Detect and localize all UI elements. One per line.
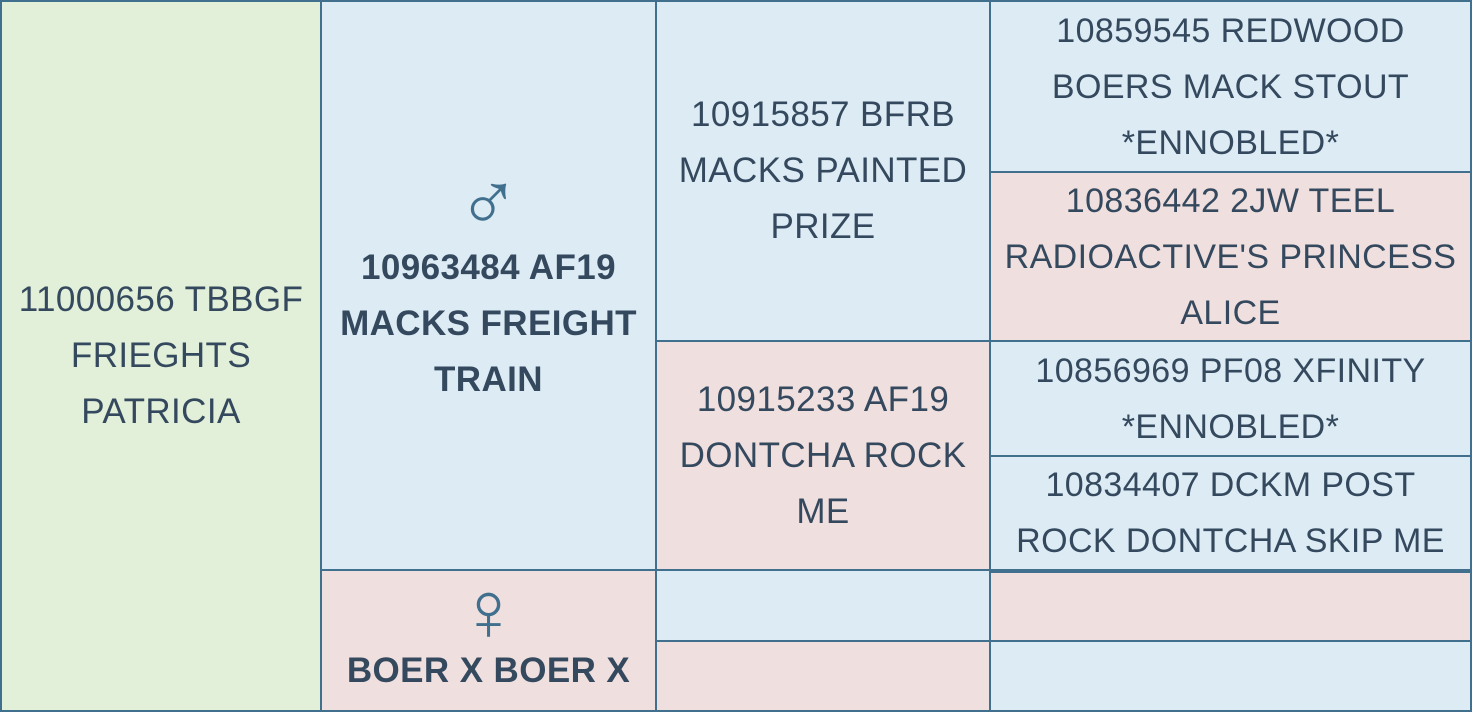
dam-sire-dam-cell[interactable] — [989, 640, 1472, 712]
subject-animal-name: 11000656 TBBGF FRIEGHTS PATRICIA — [18, 280, 304, 431]
dam-sire-cell[interactable] — [655, 569, 991, 642]
sire-dam-dam-name: 10834407 DCKM POST ROCK DONTCHA SKIP ME — [1016, 466, 1445, 560]
dam-sire-sire-cell[interactable] — [989, 569, 1472, 642]
dam-cell[interactable]: ♀ BOER X BOER X — [320, 569, 657, 712]
sire-sire-dam-cell[interactable]: 10836442 2JW TEEL RADIOACTIVE'S PRINCESS… — [989, 171, 1472, 342]
sire-sire-sire-cell[interactable]: 10859545 REDWOOD BOERS MACK STOUT *ENNOB… — [989, 0, 1472, 173]
female-symbol-icon: ♀ — [457, 569, 520, 658]
sire-dam-sire-cell[interactable]: 10856969 PF08 XFINITY *ENNOBLED* — [989, 340, 1472, 457]
sire-name: 10963484 AF19 MACKS FREIGHT TRAIN — [340, 247, 637, 399]
sire-sire-dam-name: 10836442 2JW TEEL RADIOACTIVE'S PRINCESS… — [1004, 181, 1457, 332]
sire-dam-name: 10915233 AF19 DONTCHA ROCK ME — [679, 379, 967, 531]
male-symbol-icon: ♂ — [457, 154, 520, 249]
sire-sire-sire-name: 10859545 REDWOOD BOERS MACK STOUT *ENNOB… — [1051, 11, 1410, 162]
sire-dam-cell[interactable]: 10915233 AF19 DONTCHA ROCK ME — [655, 340, 991, 571]
sire-sire-name: 10915857 BFRB MACKS PAINTED PRIZE — [678, 95, 968, 246]
sire-dam-sire-name: 10856969 PF08 XFINITY *ENNOBLED* — [1035, 351, 1426, 446]
sire-dam-dam-cell[interactable]: 10834407 DCKM POST ROCK DONTCHA SKIP ME — [989, 455, 1472, 571]
subject-animal-cell[interactable]: 11000656 TBBGF FRIEGHTS PATRICIA — [0, 0, 322, 712]
dam-name: BOER X BOER X — [346, 651, 631, 690]
sire-cell[interactable]: ♂ 10963484 AF19 MACKS FREIGHT TRAIN — [320, 0, 657, 571]
sire-sire-cell[interactable]: 10915857 BFRB MACKS PAINTED PRIZE — [655, 0, 991, 342]
dam-dam-cell[interactable] — [655, 640, 991, 712]
